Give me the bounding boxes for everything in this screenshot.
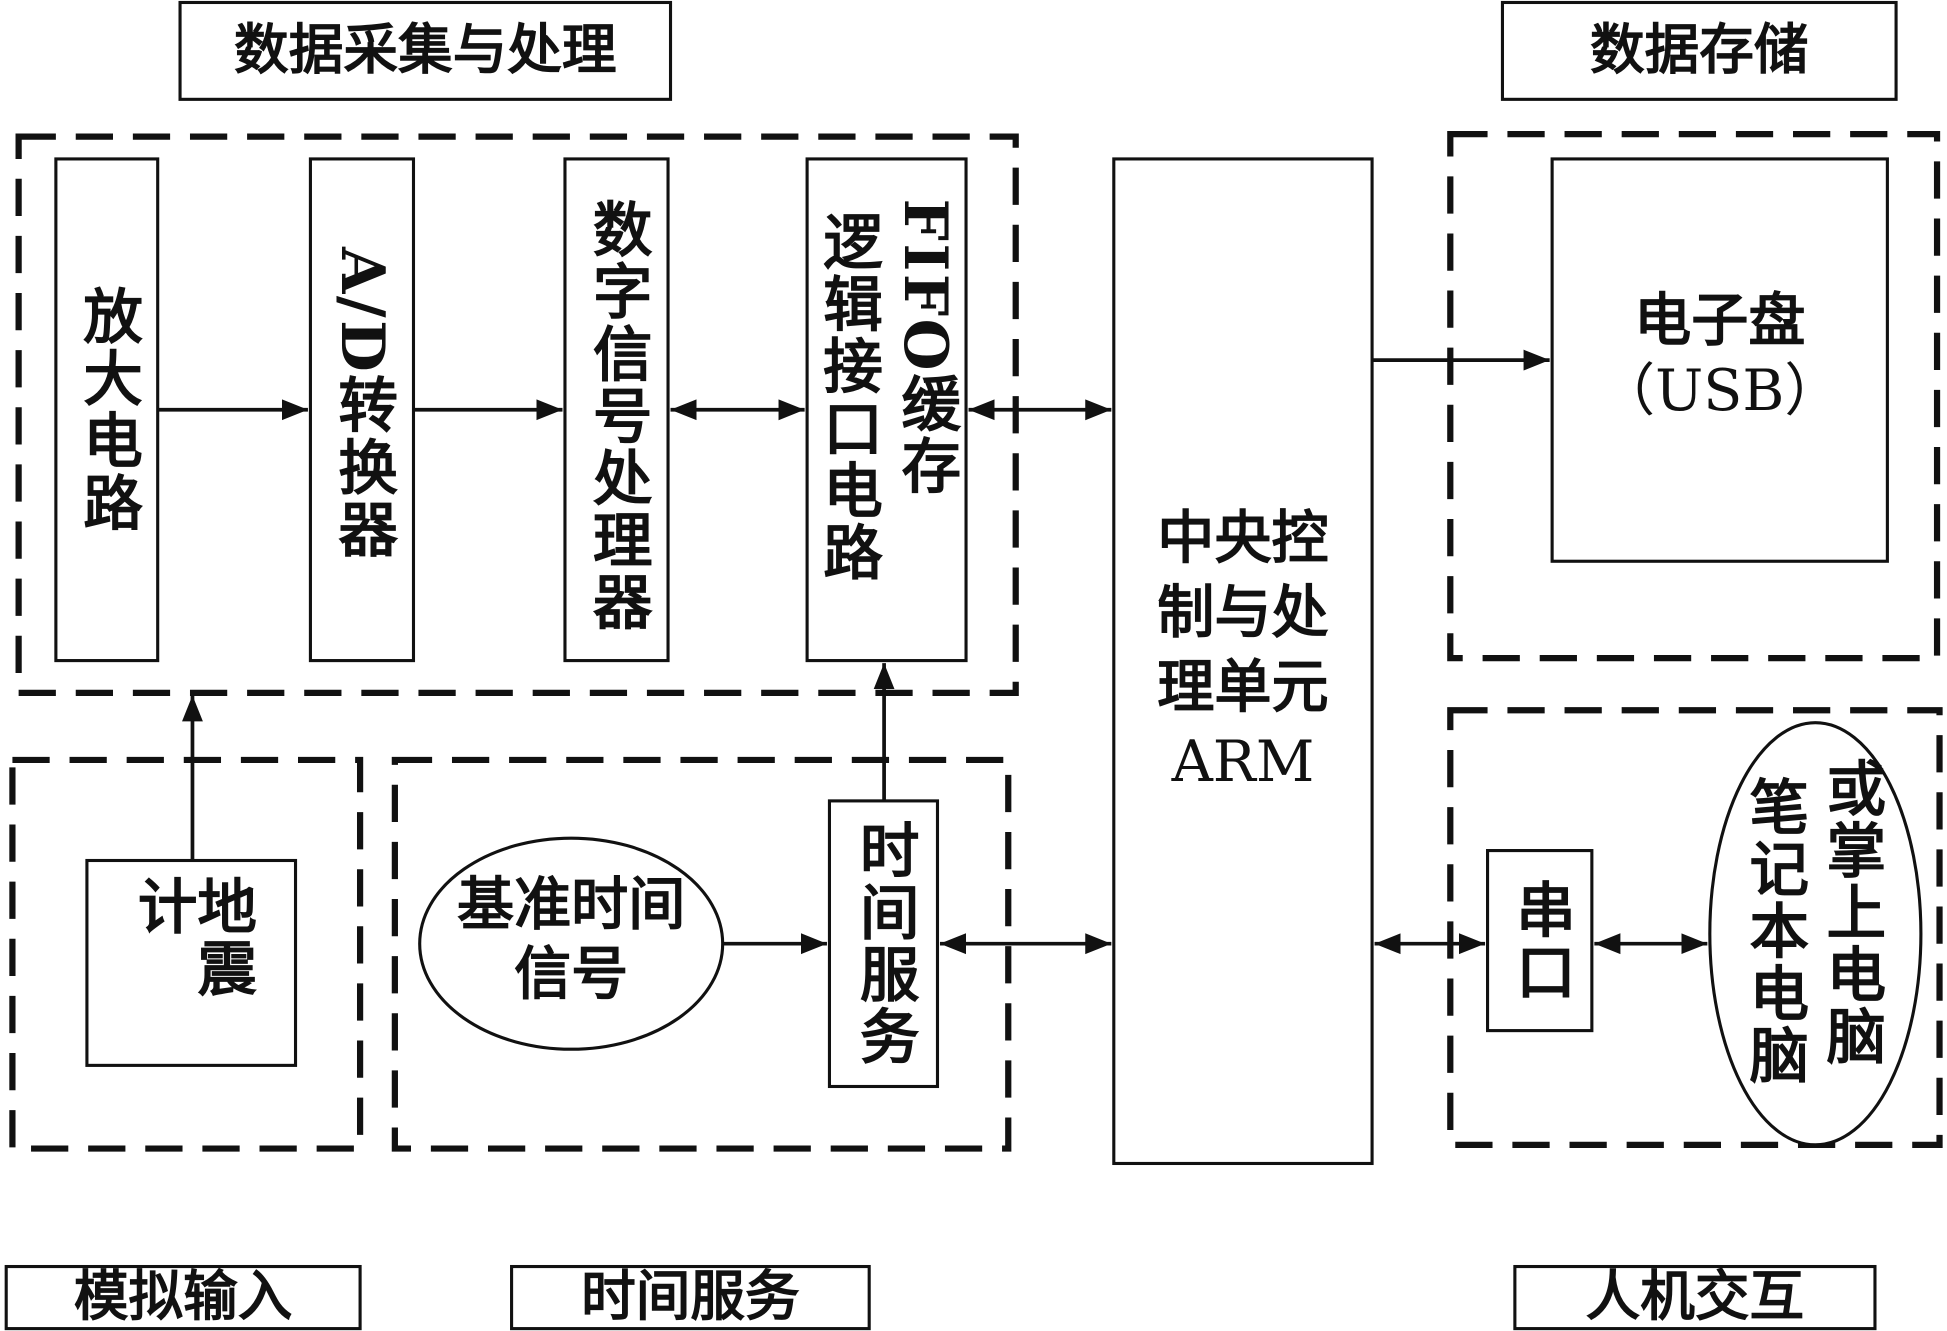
label-hmi: 人机交互 [1585, 1265, 1805, 1329]
label-box-time [510, 1264, 871, 1331]
disk-line: （USB） [1598, 356, 1842, 424]
text-disk: 电子盘 （USB） [1552, 292, 1887, 419]
label-storage: 数据存储 [1589, 18, 1809, 82]
block-fifo [805, 157, 968, 663]
text-ref-time: 基准时间 信号 [420, 875, 723, 1002]
text-logic-interface: 逻辑接口电路 [812, 211, 882, 584]
block-disk [1550, 157, 1889, 563]
label-acquisition: 数据采集与处理 [234, 18, 617, 82]
text-fifo: FIFO缓存 [890, 198, 960, 498]
disk-line: 电子盘 [1634, 286, 1806, 354]
block-time-service [827, 799, 940, 1089]
block-adc [308, 157, 416, 663]
label-time-service: 时间服务 [581, 1265, 800, 1329]
block-dsp [563, 157, 670, 663]
text-seismometer: 地震计 [126, 875, 256, 1000]
text-amplifier: 放大电路 [72, 285, 142, 534]
block-serial-port [1486, 849, 1594, 1033]
arm-line: 中央控 [1157, 504, 1329, 572]
arm-line: 理单元 [1157, 653, 1329, 721]
arm-line: ARM [1171, 727, 1315, 795]
label-box-storage [1500, 0, 1898, 101]
label-box-acquisition [178, 0, 673, 101]
ref-time-line: 信号 [514, 939, 629, 1008]
ref-time-line: 基准时间 [456, 870, 686, 938]
label-analog-input: 模拟输入 [73, 1265, 293, 1329]
label-box-analog [4, 1264, 362, 1331]
group-analog-input [9, 756, 364, 1152]
text-dsp: 数字信号处理器 [581, 198, 652, 634]
text-time-service-block: 时间服务 [848, 819, 919, 1068]
text-adc: A/D转换器 [327, 246, 397, 561]
arm-line: 制与处 [1157, 578, 1329, 646]
block-amplifier [54, 157, 160, 663]
text-computer-notebook: 笔记本电脑 [1738, 776, 1808, 1087]
text-arm: 中央控 制与处 理单元 ARM [1114, 509, 1372, 790]
label-box-hmi [1513, 1264, 1877, 1331]
text-serial-port: 串口 [1504, 878, 1575, 1003]
group-hmi [1447, 707, 1943, 1148]
group-storage [1447, 130, 1941, 662]
text-computer-palmtop: 或掌上电脑 [1815, 757, 1885, 1068]
group-time-service [391, 756, 1012, 1152]
ellipse-computer [1708, 721, 1923, 1147]
block-arm [1112, 157, 1374, 1166]
